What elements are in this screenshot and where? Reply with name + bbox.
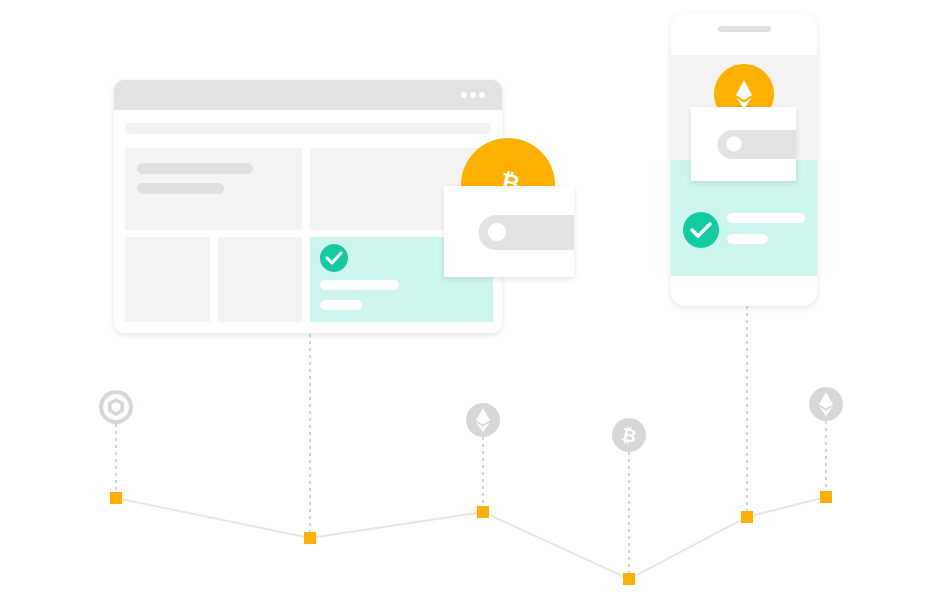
content-panel — [218, 237, 302, 322]
window-menu-dots-icon[interactable] — [461, 92, 485, 98]
timeline-marker — [820, 491, 832, 503]
toggle-knob — [488, 223, 506, 241]
timeline-marker — [623, 573, 635, 585]
timeline-connectors — [115, 306, 827, 573]
address-bar — [125, 123, 491, 134]
wallet-card — [691, 107, 796, 181]
toggle-switch[interactable] — [478, 215, 575, 250]
toggle-knob — [726, 136, 742, 152]
text-placeholder — [137, 163, 253, 174]
phone — [671, 14, 817, 306]
check-circle-icon — [320, 244, 348, 272]
browser-window — [114, 80, 502, 333]
timeline-marker — [304, 532, 316, 544]
chainlink-icon — [99, 390, 133, 424]
timeline-line — [115, 496, 827, 581]
timeline-marker — [741, 511, 753, 523]
content-panel — [125, 237, 210, 322]
check-circle-icon — [683, 212, 719, 248]
text-placeholder — [727, 213, 805, 223]
timeline-marker — [477, 506, 489, 518]
timeline-marker — [110, 492, 122, 504]
browser-titlebar — [114, 80, 502, 110]
text-placeholder — [320, 300, 362, 310]
timeline-markers — [110, 491, 832, 585]
text-placeholder — [727, 234, 768, 244]
text-placeholder — [320, 280, 399, 290]
ethereum-icon — [809, 387, 843, 421]
ethereum-icon — [466, 403, 500, 437]
svg-text:₿: ₿ — [620, 424, 639, 447]
bitcoin-icon: ₿ — [612, 418, 646, 452]
wallet-card — [444, 186, 574, 277]
text-placeholder — [137, 183, 224, 194]
phone-speaker — [718, 26, 771, 32]
